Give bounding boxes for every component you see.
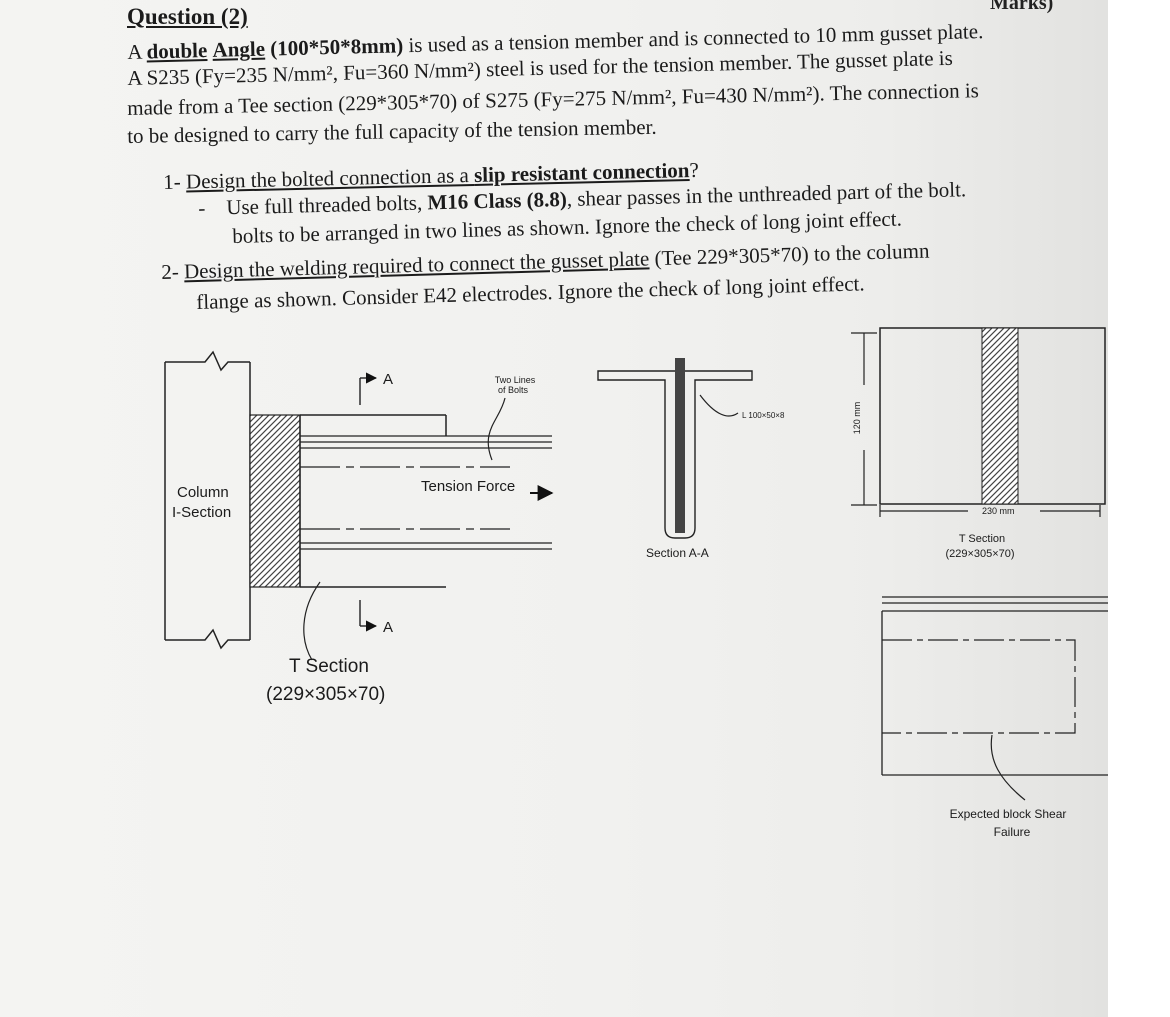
angle-leader [699,394,739,417]
double-angle-member [300,435,552,550]
dim-230-label: 230 mm [982,506,1015,516]
block-shear-diagram [881,596,1108,776]
t-section-small-dims: (229×305×70) [945,548,1014,560]
weld-hatch [249,414,301,588]
two-lines-label: Two Lines [495,375,536,385]
column-label: Column [177,484,229,501]
t-web-hatch [981,327,1019,505]
question-title: Question (2) [127,4,248,29]
section-aa-label: Section A-A [646,546,709,560]
tension-force-label: Tension Force [421,478,515,495]
dim-230 [879,505,1101,517]
block-shear-path [882,639,1076,734]
paper-sheet [0,0,1108,1017]
dim-120 [851,332,877,506]
of-bolts-label: of Bolts [498,385,529,395]
section-a-marker-top [359,372,378,405]
block-shear-failure-label: Failure [994,825,1031,839]
section-aa-drawing [597,370,753,539]
section-a-label-bottom: A [383,619,393,636]
angle-label: L 100×50×8 [742,411,785,420]
block-shear-label: Expected block Shear [950,807,1067,821]
gusset-plate-section [675,358,685,533]
block-shear-leader [990,734,1026,801]
t-section-gusset [299,414,447,588]
t-section-small-label: T Section [959,533,1005,545]
bolt-leader-line [487,397,506,461]
marks-label: Marks) [990,0,1054,14]
column-section-label: I-Section [172,504,231,521]
section-a-marker-bottom [359,600,378,632]
t-section-dims: (229×305×70) [266,684,385,705]
t-section-label: T Section [289,656,369,677]
dim-120-label: 120 mm [852,402,862,435]
bolt-lines [300,466,510,530]
section-a-label-top: A [383,371,393,388]
t-section-leader [303,581,321,661]
page-margin [1108,0,1170,1017]
